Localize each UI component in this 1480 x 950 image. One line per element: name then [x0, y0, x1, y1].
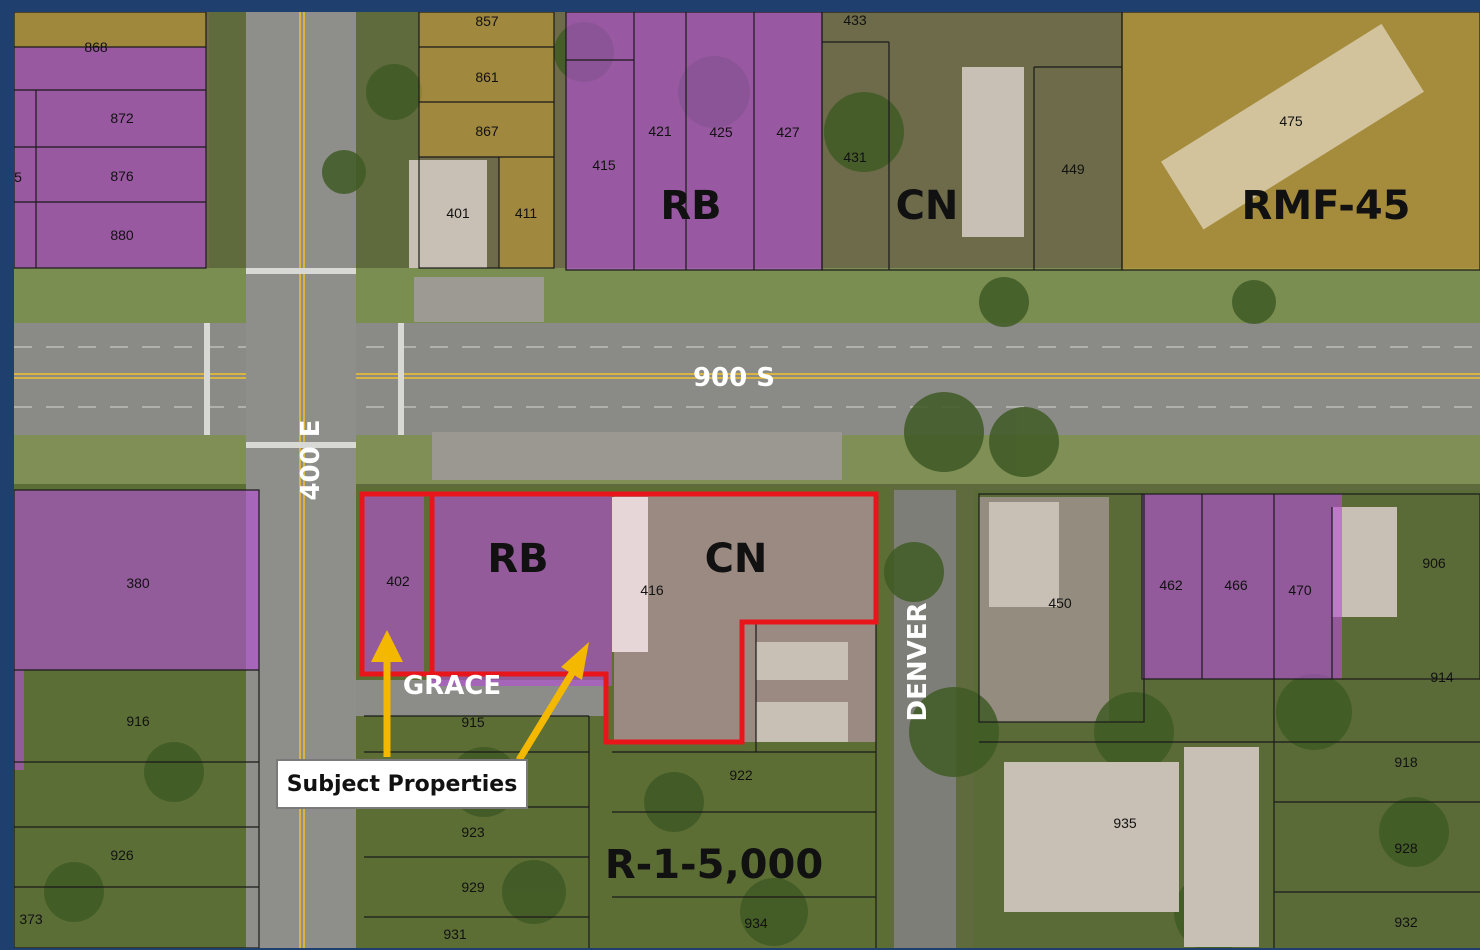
parcel-922: 922 — [729, 767, 753, 783]
parcel-914: 914 — [1430, 669, 1454, 685]
street-label-denver: DENVER — [903, 602, 933, 721]
parcel-928: 928 — [1394, 840, 1418, 856]
parcel-466: 466 — [1224, 577, 1248, 593]
street-label-grace: GRACE — [403, 671, 501, 701]
street-label-400-e: 400 E — [296, 419, 326, 500]
parcel-431: 431 — [843, 149, 867, 165]
zone-rb-areas — [14, 12, 1342, 770]
parcel-861: 861 — [475, 69, 499, 85]
arrow-up-icon — [371, 630, 403, 757]
parcel-880: 880 — [110, 227, 134, 243]
parcel-931: 931 — [443, 926, 467, 942]
parcel-934: 934 — [744, 915, 768, 931]
parcel-462: 462 — [1159, 577, 1183, 593]
parcel-926: 926 — [110, 847, 134, 863]
street-label-900-s: 900 S — [693, 363, 775, 393]
parcel-373: 373 — [19, 911, 43, 927]
parcel-929: 929 — [461, 879, 485, 895]
buildings — [409, 67, 1397, 947]
parcel-915: 915 — [461, 714, 485, 730]
parcel-876: 876 — [110, 168, 134, 184]
parcel-380: 380 — [126, 575, 150, 591]
aerial-map-canvas: 900 S 400 E GRACE DENVER RB CN RMF-45 RB… — [14, 12, 1480, 948]
parking-lot-416 — [614, 494, 876, 742]
parcel-868: 868 — [84, 39, 108, 55]
zoning-map: 900 S 400 E GRACE DENVER RB CN RMF-45 RB… — [14, 12, 1480, 948]
parcel-421: 421 — [648, 123, 672, 139]
parcel-427: 427 — [776, 124, 800, 140]
parcel-numbers: 857 861 867 868 872 876 880 5 401 411 41… — [14, 12, 1454, 942]
zone-label-rmf-45: RMF-45 — [1242, 183, 1411, 229]
zone-label-cn-subject: CN — [705, 536, 768, 582]
zone-label-rb-north: RB — [660, 183, 721, 229]
parcel-416: 416 — [640, 582, 664, 598]
arrow-up-right-icon — [516, 642, 589, 762]
parcel-402: 402 — [386, 573, 410, 589]
parcel-475: 475 — [1279, 113, 1303, 129]
parcel-932: 932 — [1394, 914, 1418, 930]
parcel-470: 470 — [1288, 582, 1312, 598]
parcel-lines — [14, 12, 1480, 948]
parcel-401: 401 — [446, 205, 470, 221]
parcel-916: 916 — [126, 713, 150, 729]
parcel-935: 935 — [1113, 815, 1137, 831]
zone-label-rb-subject: RB — [487, 536, 548, 582]
parcel-918: 918 — [1394, 754, 1418, 770]
parcel-433: 433 — [843, 12, 867, 28]
parcel-923: 923 — [461, 824, 485, 840]
parcel-450: 450 — [1048, 595, 1072, 611]
parcel-867: 867 — [475, 123, 499, 139]
parcel-906: 906 — [1422, 555, 1446, 571]
subject-properties-callout: Subject Properties — [276, 759, 528, 809]
apartment-building — [1161, 23, 1424, 230]
parcel-5: 5 — [14, 169, 22, 185]
parcel-857: 857 — [475, 13, 499, 29]
parcel-425: 425 — [709, 124, 733, 140]
zone-label-r-1-5000: R-1-5,000 — [605, 842, 823, 888]
zone-label-cn-north: CN — [896, 183, 959, 229]
parcel-872: 872 — [110, 110, 134, 126]
subject-properties-outline — [359, 491, 879, 745]
parcel-411: 411 — [515, 205, 538, 221]
parcel-449: 449 — [1061, 161, 1085, 177]
parcel-415: 415 — [592, 157, 616, 173]
